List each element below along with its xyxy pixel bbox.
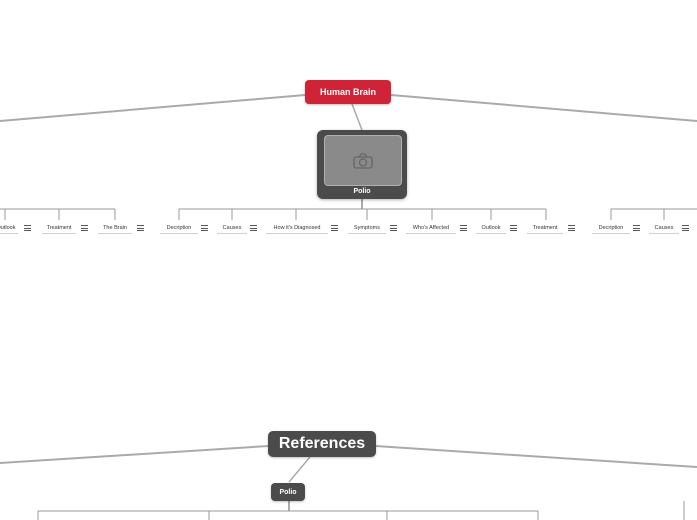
subtopic-whos-affected[interactable]: Who's Affected [406,223,456,234]
notes-icon[interactable] [250,225,257,231]
references-topic[interactable]: References [268,431,376,457]
subtopic-decription[interactable]: Decription [160,223,198,234]
notes-icon[interactable] [201,225,208,231]
subtopic-outlook-left[interactable]: Outlook [0,223,18,234]
subtopic-outlook[interactable]: Outlook [476,223,506,234]
central-topic-human-brain[interactable]: Human Brain [305,80,391,104]
notes-icon[interactable] [568,225,575,231]
subtopic-symptoms[interactable]: Symptoms [348,223,386,234]
notes-icon[interactable] [24,225,31,231]
references-polio-topic[interactable]: Polio [271,483,305,501]
notes-icon[interactable] [510,225,517,231]
subtopic-how-its-diagnosed[interactable]: How it's Diagnosed [266,223,328,234]
camera-icon [353,152,373,169]
image-topic-polio[interactable]: Polio [317,130,407,199]
subtopic-treatment-left[interactable]: Treatment [42,223,76,234]
subtopic-decription-right[interactable]: Decription [592,223,630,234]
notes-icon[interactable] [682,225,689,231]
notes-icon[interactable] [460,225,467,231]
image-topic-label: Polio [353,188,371,195]
notes-icon[interactable] [390,225,397,231]
notes-icon[interactable] [81,225,88,231]
image-placeholder [324,135,402,186]
notes-icon[interactable] [633,225,640,231]
subtopic-causes[interactable]: Causes [217,223,247,234]
subtopic-causes-right[interactable]: Causes [649,223,679,234]
notes-icon[interactable] [137,225,144,231]
subtopic-the-brain[interactable]: The Brain [98,223,132,234]
notes-icon[interactable] [331,225,338,231]
subtopic-treatment[interactable]: Treatment [527,223,563,234]
